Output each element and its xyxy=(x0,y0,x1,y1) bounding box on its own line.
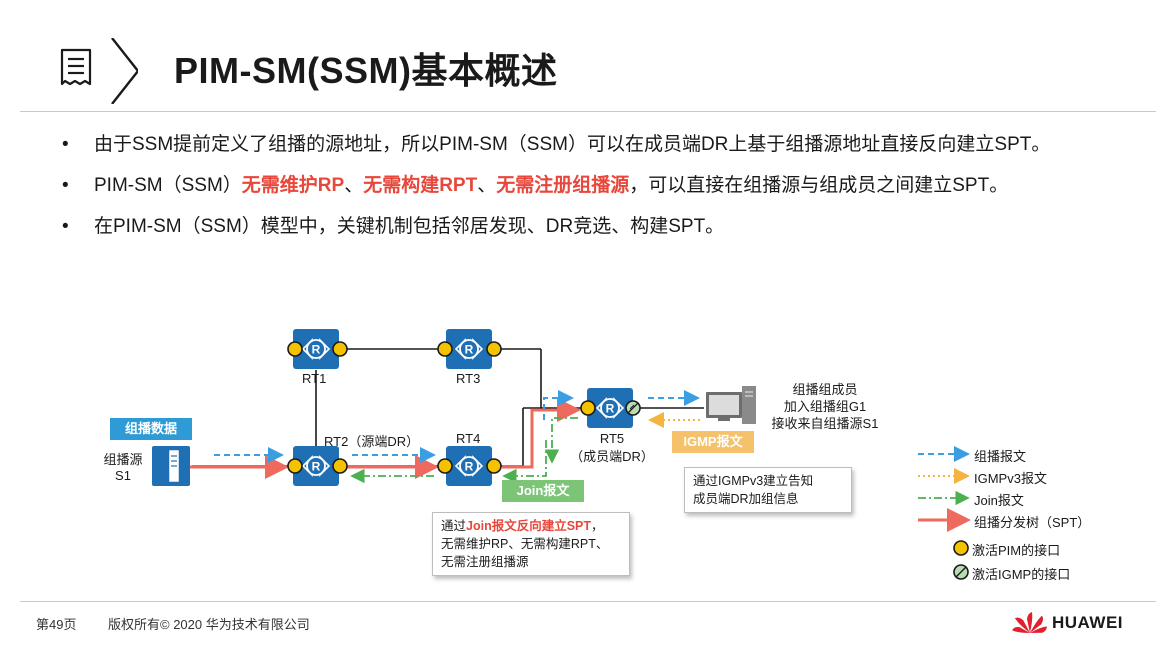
member-label: 组播组成员 加入组播组G1 接收来自组播源S1 xyxy=(758,381,892,432)
separator: 、 xyxy=(344,175,364,196)
join-note-line2: 无需维护RP、无需构建RPT、 xyxy=(441,537,609,551)
legend-join: Join报文 xyxy=(974,493,1024,508)
igmp-note-line2: 成员端DR加组信息 xyxy=(693,492,799,506)
page-number: 第49页 xyxy=(36,617,77,632)
multicast-data-tag: 组播数据 xyxy=(110,418,192,440)
bullet-text: 在PIM-SM（SSM）模型中，关键机制包括邻居发现、DR竞选、构建SPT。 xyxy=(94,216,725,237)
igmp-tag: IGMP报文 xyxy=(672,431,754,453)
bullet-dot: • xyxy=(62,216,69,237)
bullet-dot: • xyxy=(62,134,69,155)
header-divider xyxy=(20,111,1156,112)
bullet-text-post: ，可以直接在组播源与组成员之间建立SPT。 xyxy=(629,175,1009,196)
bullet-list: • 由于SSM提前定义了组播的源地址，所以PIM-SM（SSM）可以在成员端DR… xyxy=(62,128,1152,251)
slide-header: PIM-SM(SSM)基本概述 xyxy=(0,0,1176,110)
bullet-item: • 由于SSM提前定义了组播的源地址，所以PIM-SM（SSM）可以在成员端DR… xyxy=(62,128,1152,161)
bullet-text-pre: PIM-SM（SSM） xyxy=(94,175,242,196)
legend-multicast: 组播报文 xyxy=(974,449,1027,464)
bullet-item: • PIM-SM（SSM）无需维护RP、无需构建RPT、无需注册组播源，可以直接… xyxy=(62,169,1152,202)
spt-path xyxy=(190,398,581,479)
server-icon xyxy=(152,446,190,486)
bullet-text: 由于SSM提前定义了组播的源地址，所以PIM-SM（SSM）可以在成员端DR上基… xyxy=(94,134,1051,155)
legend-igmp-interface: 激活IGMP的接口 xyxy=(972,567,1071,582)
router-rt3[interactable] xyxy=(445,328,493,370)
rt5-name: RT5 xyxy=(599,431,625,446)
source-name: 组播源 xyxy=(103,452,143,467)
footer-divider xyxy=(20,601,1156,602)
legend-symbols xyxy=(918,446,971,580)
member-line3: 接收来自组播源S1 xyxy=(771,416,879,431)
rt5-label: RT5 （成员端DR） xyxy=(570,431,654,465)
igmp-interface xyxy=(625,400,641,416)
join-flow xyxy=(350,417,578,484)
highlight-no-rp: 无需维护RP xyxy=(241,175,345,196)
multicast-flow xyxy=(214,390,700,463)
join-note-post: ， xyxy=(591,519,604,533)
bullet-item: • 在PIM-SM（SSM）模型中，关键机制包括邻居发现、DR竞选、构建SPT。 xyxy=(62,210,1152,243)
pim-interfaces xyxy=(287,341,596,474)
source-label: 组播源 S1 xyxy=(96,449,150,483)
legend-igmpv3: IGMPv3报文 xyxy=(974,471,1047,486)
member-line2: 加入组播组G1 xyxy=(783,399,867,414)
highlight-no-register: 无需注册组播源 xyxy=(496,175,630,196)
router-rt4[interactable] xyxy=(445,445,493,487)
legend-pim-interface: 激活PIM的接口 xyxy=(972,543,1061,558)
source-id: S1 xyxy=(115,468,131,483)
rt1-label: RT1 xyxy=(302,371,327,386)
rt4-label: RT4 xyxy=(456,431,481,446)
member-line1: 组播组成员 xyxy=(792,382,858,397)
copyright: 版权所有© 2020 华为技术有限公司 xyxy=(108,617,310,632)
join-note-pre: 通过 xyxy=(441,519,467,533)
rt2-label: RT2（源端DR） xyxy=(324,434,420,449)
separator: 、 xyxy=(477,175,497,196)
highlight-no-rpt: 无需构建RPT xyxy=(363,175,478,196)
rt3-label: RT3 xyxy=(456,371,481,386)
page-title: PIM-SM(SSM)基本概述 xyxy=(174,50,558,91)
rt5-role: （成员端DR） xyxy=(570,449,654,464)
join-note-line3: 无需注册组播源 xyxy=(441,555,529,569)
legend-spt: 组播分发树（SPT） xyxy=(974,515,1091,530)
bullet-dot: • xyxy=(62,175,69,196)
join-tag: Join报文 xyxy=(502,480,584,502)
igmp-note-line1: 通过IGMPv3建立告知 xyxy=(693,474,814,488)
join-callout: 通过Join报文反向建立SPT， 无需维护RP、无需构建RPT、 无需注册组播源 xyxy=(432,512,630,576)
join-note-line1: 通过Join报文反向建立SPT， xyxy=(441,517,621,535)
pc-icon xyxy=(706,386,756,424)
huawei-brand: HUAWEI xyxy=(1052,613,1123,632)
join-note-highlight: Join报文反向建立SPT xyxy=(466,519,592,533)
igmp-callout: 通过IGMPv3建立告知 成员端DR加组信息 xyxy=(684,467,852,513)
huawei-logo-icon xyxy=(1012,612,1047,633)
document-icon xyxy=(46,38,138,104)
